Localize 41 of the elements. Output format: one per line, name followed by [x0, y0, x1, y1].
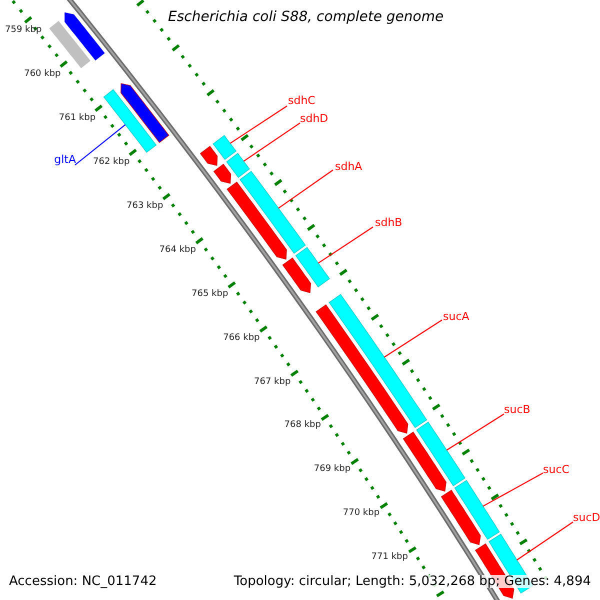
- gene-feature: [200, 134, 237, 166]
- tick-label: 769 kbp: [314, 465, 351, 474]
- tick-label: 763 kbp: [126, 202, 164, 211]
- footer-text: Topology: circular; Length: 5,032,268 bp; Genes: 4,894: [234, 575, 591, 588]
- gene-label: sucD: [573, 512, 600, 523]
- title: Escherichia coli S88, complete genome: [168, 10, 444, 24]
- leader-line: [384, 320, 442, 358]
- tick-label: 759 kbp: [5, 26, 42, 35]
- leader-line: [446, 414, 504, 451]
- gene-label: sdhB: [375, 217, 402, 228]
- tick-label: 762 kbp: [93, 158, 130, 167]
- gene-label: gltA: [54, 154, 76, 165]
- gene-feature: [440, 480, 500, 546]
- gene-label: sdhD: [300, 113, 328, 124]
- leader-line: [516, 522, 574, 560]
- leader-line: [318, 226, 374, 264]
- gene-feature: [402, 422, 466, 492]
- leader-line: [243, 122, 300, 162]
- tick-label: 764 kbp: [159, 246, 196, 255]
- tick-label: 765 kbp: [192, 290, 228, 299]
- tick-label: 771 kbp: [371, 553, 408, 562]
- tick-label: 770 kbp: [342, 509, 380, 518]
- gene-label: sucB: [504, 404, 530, 415]
- gene-feature: [213, 152, 250, 184]
- gene-feature: [282, 246, 330, 294]
- tick-label: 767 kbp: [254, 378, 291, 386]
- gene-label: sucA: [443, 311, 470, 322]
- leader-line: [74, 124, 126, 166]
- tick-label: 766 kbp: [223, 334, 260, 343]
- tick-label: 760 kbp: [24, 70, 61, 79]
- leader-line: [230, 106, 288, 144]
- tick-label: 761 kbp: [58, 114, 96, 123]
- gene-feature: [226, 170, 306, 260]
- gene-label: sucC: [543, 464, 570, 475]
- footer-text: Accession: NC_011742: [9, 575, 157, 588]
- leader-line: [278, 170, 334, 209]
- tick-label: 768 kbp: [284, 421, 321, 430]
- gene-feature: [103, 83, 170, 153]
- gene-label: sdhC: [288, 95, 316, 106]
- gene-label: sdhA: [335, 161, 362, 172]
- leader-line: [482, 472, 544, 507]
